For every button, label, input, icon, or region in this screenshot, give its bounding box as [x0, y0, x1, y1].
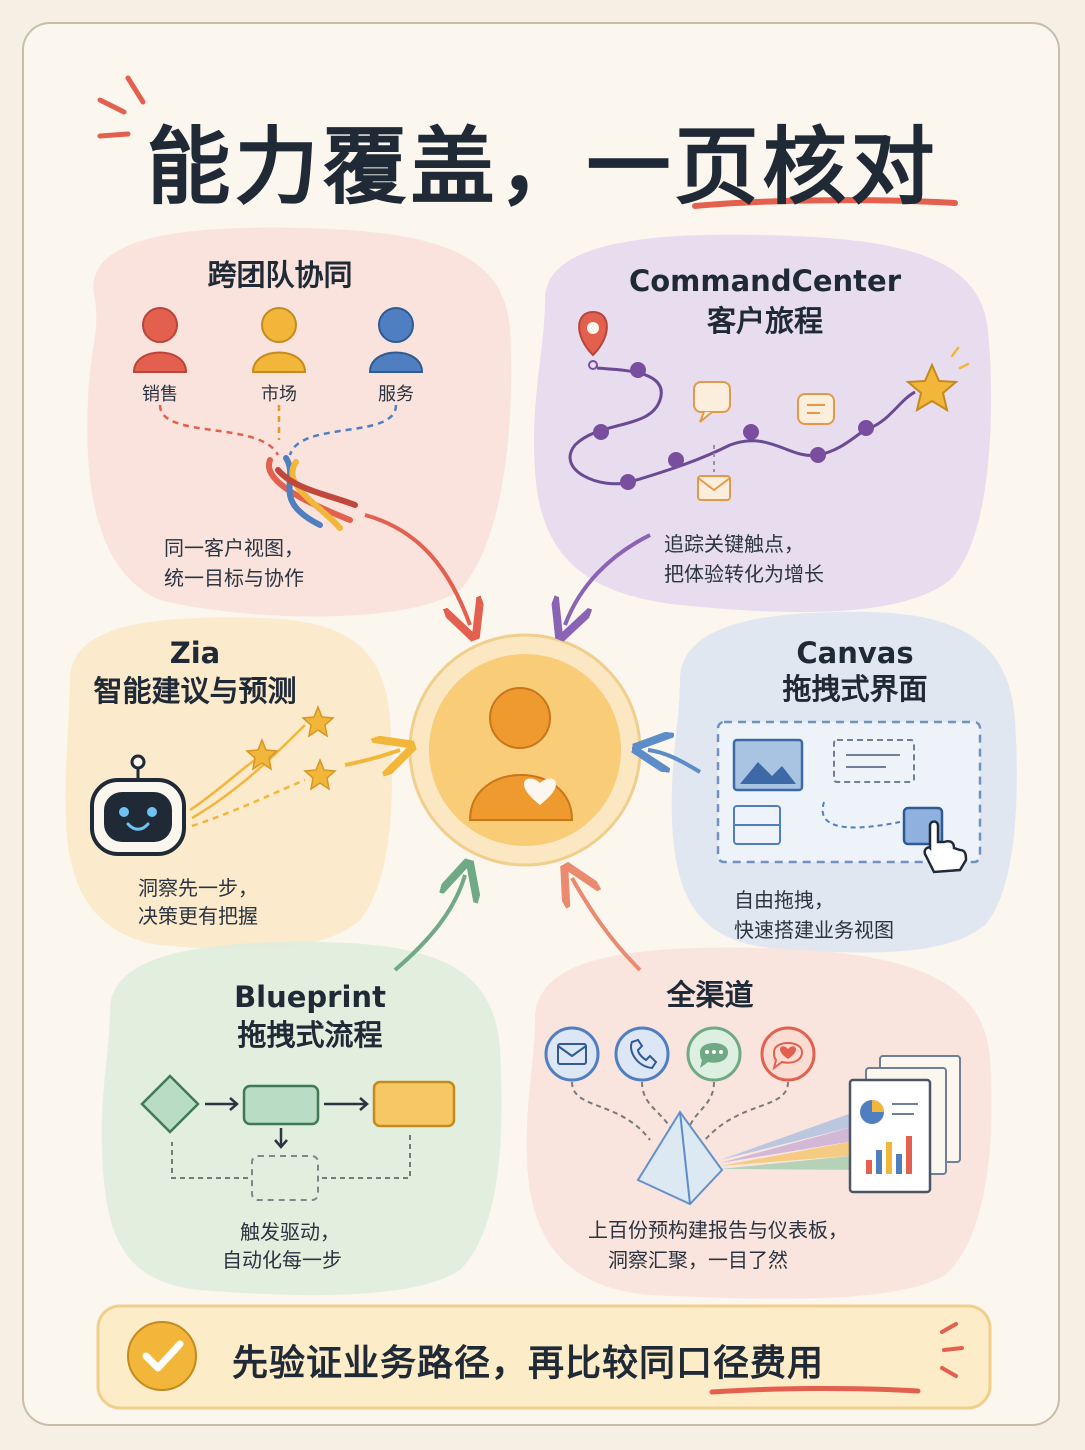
- journey-panel-blob: [533, 234, 992, 613]
- spark-decoration-left: [97, 75, 146, 139]
- pending-node: [251, 1155, 319, 1201]
- person-icon-yellow: [251, 307, 307, 373]
- role-label-sales: 销售: [142, 384, 178, 405]
- banner-box: [96, 1304, 992, 1410]
- banner-text: 先验证业务路径，再比较同口径费用: [232, 1343, 825, 1384]
- diamond-node-icon: [140, 1074, 200, 1134]
- role-label-service: 服务: [378, 384, 414, 405]
- channel-mail-icon: [544, 1026, 600, 1082]
- team-connector-lines: [158, 404, 398, 456]
- process-node: [242, 1084, 320, 1126]
- arrow-omni-to-center: [572, 878, 642, 972]
- role-label-marketing: 市场: [261, 384, 297, 405]
- journey-panel-subtitle: 客户旅程: [706, 304, 823, 338]
- channel-phone-icon: [614, 1026, 670, 1082]
- zia-panel-subtitle: 智能建议与预测: [93, 674, 297, 708]
- hand-cursor-icon: [923, 820, 968, 874]
- list-block-icon: [733, 805, 781, 845]
- omni-panel-title: 全渠道: [666, 978, 754, 1012]
- team-panel-title: 跨团队协同: [207, 258, 353, 292]
- prediction-trails: [189, 724, 306, 828]
- zia-desc-line2: 决策更有把握: [138, 904, 258, 928]
- flow-arrows: [205, 1097, 369, 1149]
- output-node: [372, 1080, 456, 1128]
- user-heart-icon: [468, 687, 574, 821]
- journey-path: [568, 366, 916, 486]
- canvas-desc-line2: 快速搭建业务视图: [734, 918, 894, 942]
- banner-underline: [709, 1385, 921, 1395]
- message-bubble-icon: [797, 393, 835, 425]
- report-dashboard-icon: [848, 1055, 961, 1194]
- omni-desc-line1: 上百份预构建报告与仪表板，: [588, 1218, 848, 1242]
- channel-connectors: [571, 1081, 789, 1141]
- journey-touchpoints: [593, 362, 874, 490]
- zia-desc-line1: 洞察先一步，: [138, 876, 258, 900]
- text-block-icon: [833, 739, 915, 783]
- feedback-arrows: [171, 1134, 411, 1179]
- channel-heart-chat-icon: [760, 1026, 816, 1082]
- chat-bubble-icon: [693, 381, 731, 423]
- blueprint-panel-subtitle: 拖拽式流程: [237, 1018, 383, 1052]
- journey-desc-line1: 追踪关键触点，: [664, 532, 804, 556]
- canvas-panel-subtitle: 拖拽式界面: [782, 672, 928, 706]
- prism-icon: [636, 1110, 724, 1206]
- star-icon: [905, 346, 970, 413]
- arrow-team-to-center: [364, 513, 470, 625]
- title-underline: [692, 197, 958, 209]
- journey-panel-title: CommandCenter: [628, 264, 902, 298]
- omni-desc-line2: 洞察汇聚，一目了然: [608, 1248, 788, 1272]
- check-circle-icon: [127, 1321, 197, 1391]
- team-desc-line1: 同一客户视图，: [164, 536, 304, 560]
- canvas-desc-line1: 自由拖拽，: [734, 888, 834, 912]
- team-desc-line2: 统一目标与协作: [164, 566, 304, 590]
- arrow-blueprint-to-center: [393, 875, 465, 972]
- light-spectrum: [720, 1110, 860, 1170]
- blueprint-desc-line2: 自动化每一步: [222, 1248, 342, 1272]
- location-pin-icon: [578, 310, 608, 370]
- blueprint-panel-title: Blueprint: [234, 980, 386, 1014]
- braided-knot-icon: [265, 455, 358, 531]
- robot-icon: [90, 754, 186, 856]
- sparkle-star-icons: [245, 704, 337, 791]
- mail-icon: [697, 445, 731, 501]
- channel-chat-icon: [686, 1026, 742, 1082]
- spark-decoration-right: [940, 1322, 964, 1378]
- arrow-canvas-to-center: [648, 750, 702, 774]
- canvas-panel-title: Canvas: [796, 636, 914, 670]
- person-icon-red: [132, 307, 188, 373]
- zia-panel-title: Zia: [169, 636, 221, 670]
- zia-panel-blob: [65, 617, 392, 950]
- journey-desc-line2: 把体验转化为增长: [664, 562, 824, 586]
- image-block-icon: [732, 738, 804, 792]
- person-icon-blue: [368, 307, 424, 373]
- blueprint-desc-line1: 触发驱动，: [240, 1220, 340, 1244]
- arrow-journey-to-center: [565, 533, 651, 625]
- arrow-zia-to-center: [344, 750, 400, 765]
- page-title: 能力覆盖，一页核对: [146, 118, 939, 216]
